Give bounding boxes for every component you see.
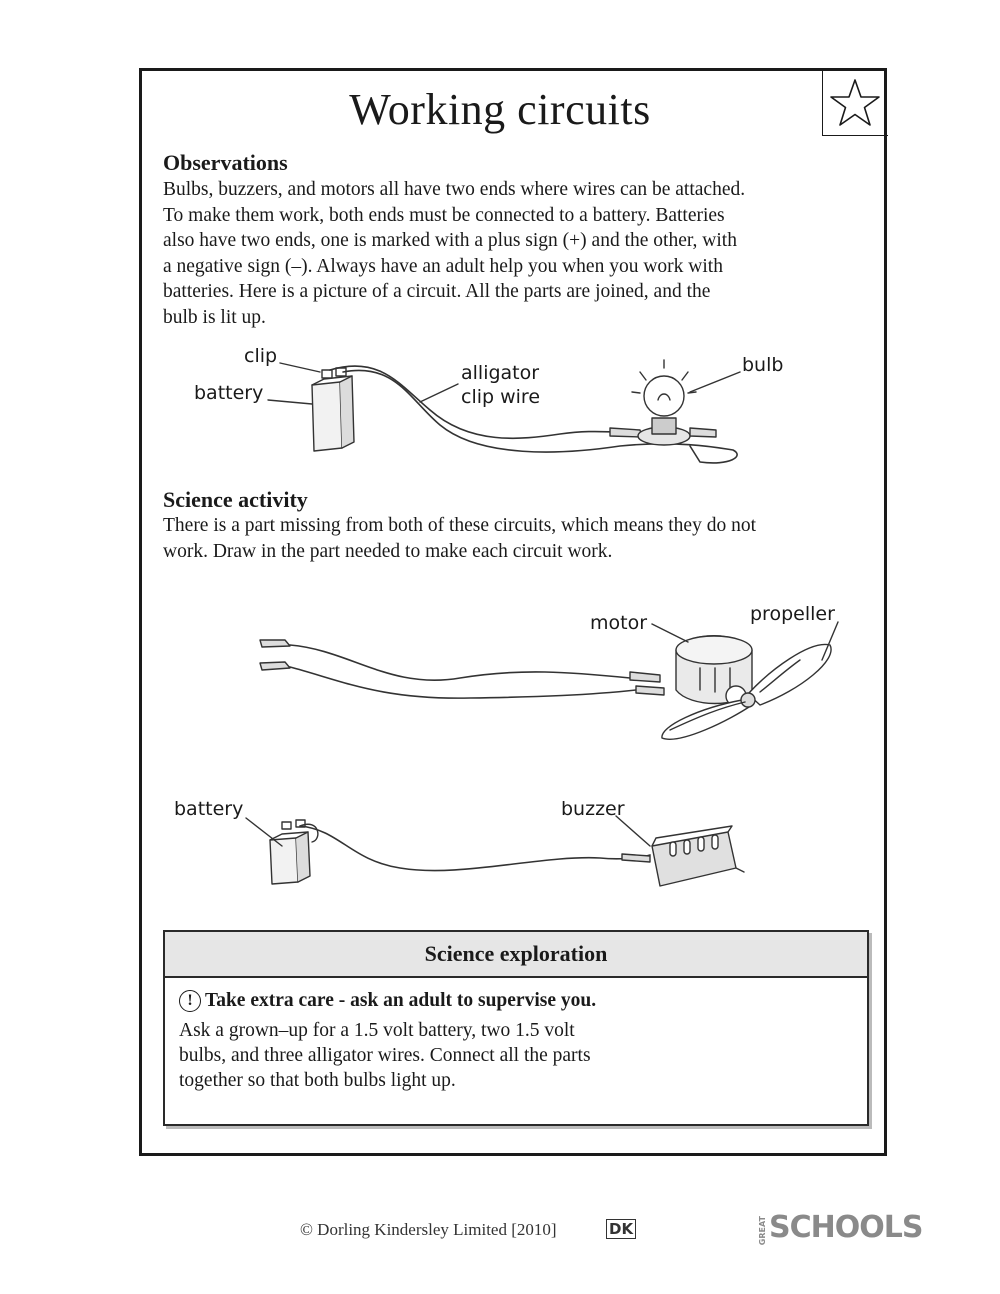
observations-line: Bulbs, buzzers, and motors all have two … bbox=[163, 179, 746, 200]
observations-heading: Observations bbox=[163, 150, 288, 175]
worksheet-frame bbox=[139, 68, 887, 1156]
exploration-line: Ask a grown–up for a 1.5 volt battery, t… bbox=[179, 1020, 575, 1041]
greatschools-logo: GREATSCHOOLS bbox=[758, 1210, 923, 1245]
activity-line: There is a part missing from both of the… bbox=[163, 515, 756, 536]
label-battery-1: battery bbox=[194, 382, 264, 404]
activity-line: work. Draw in the part needed to make ea… bbox=[163, 540, 613, 562]
label-propeller: propeller bbox=[750, 603, 835, 625]
label-buzzer: buzzer bbox=[561, 798, 625, 820]
observations-line: To make them work, both ends must be con… bbox=[163, 204, 725, 226]
observations-line: a negative sign (–). Always have an adul… bbox=[163, 255, 723, 277]
exploration-line: bulbs, and three alligator wires. Connec… bbox=[179, 1045, 591, 1066]
warning-line: !Take extra care - ask an adult to super… bbox=[179, 990, 596, 1012]
observations-line: bulb is lit up. bbox=[163, 306, 266, 328]
label-clip-wire: clip wire bbox=[461, 386, 541, 408]
copyright-text: © Dorling Kindersley Limited [2010] bbox=[300, 1220, 557, 1239]
science-activity-text: There is a part missing from both of the… bbox=[163, 513, 853, 564]
bulb-drawing bbox=[631, 359, 697, 446]
exploration-text: Ask a grown–up for a 1.5 volt battery, t… bbox=[179, 1018, 679, 1093]
motor-drawing bbox=[675, 635, 753, 707]
logo-small-text: GREAT bbox=[758, 1215, 767, 1245]
battery-drawing-2 bbox=[269, 819, 311, 885]
science-exploration-box: Science exploration !Take extra care - a… bbox=[163, 930, 869, 1126]
label-alligator: alligator bbox=[461, 362, 540, 384]
warning-icon: ! bbox=[179, 990, 201, 1012]
observations-line: also have two ends, one is marked with a… bbox=[163, 230, 737, 251]
label-clip: clip bbox=[244, 345, 278, 367]
logo-text: SCHOOLS bbox=[769, 1210, 923, 1245]
observations-line: batteries. Here is a picture of a circui… bbox=[163, 281, 711, 302]
label-motor: motor bbox=[590, 612, 648, 634]
dk-logo: DK bbox=[606, 1219, 637, 1239]
exploration-line: together so that both bulbs light up. bbox=[179, 1070, 456, 1091]
warning-text: Take extra care - ask an adult to superv… bbox=[205, 990, 597, 1011]
label-bulb: bulb bbox=[742, 354, 784, 376]
star-box bbox=[822, 70, 888, 136]
battery-drawing-1 bbox=[311, 367, 355, 452]
observations-text: Bulbs, buzzers, and motors all have two … bbox=[163, 177, 853, 330]
exploration-heading: Science exploration bbox=[165, 932, 867, 978]
star-icon bbox=[830, 79, 880, 126]
label-battery-2: battery bbox=[174, 798, 244, 820]
buzzer-drawing bbox=[651, 825, 745, 887]
page-title: Working circuits bbox=[349, 85, 651, 134]
science-activity-heading: Science activity bbox=[163, 487, 308, 512]
propeller-drawing bbox=[661, 643, 832, 740]
loose-clips-drawing bbox=[259, 639, 665, 699]
